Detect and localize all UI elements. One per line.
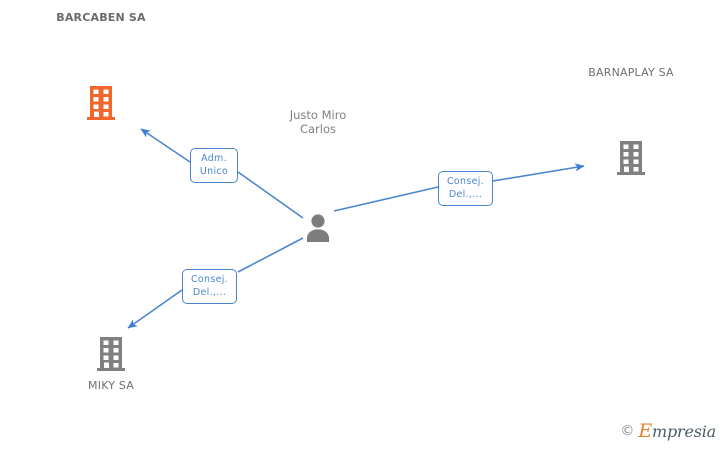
edge-line-miky bbox=[127, 237, 304, 329]
building-icon bbox=[97, 337, 125, 371]
brand-name: Empresia bbox=[638, 420, 716, 442]
relation-label-line2: Unico bbox=[199, 166, 229, 177]
copyright-icon: © bbox=[620, 423, 635, 439]
building-icon bbox=[617, 141, 645, 175]
relation-label-line2: Del.,... bbox=[192, 287, 227, 298]
relation-label-line2: Del.,... bbox=[448, 189, 483, 200]
company-label-miky: MIKY SA bbox=[88, 379, 134, 392]
edge-line-barnaplay bbox=[333, 163, 585, 212]
brand-rest: mpresia bbox=[652, 422, 716, 441]
person-name-line1: Justo Miro bbox=[289, 108, 347, 122]
person-name: Justo Miro Carlos bbox=[253, 108, 383, 136]
watermark: © Empresia bbox=[620, 420, 716, 442]
brand-initial: E bbox=[638, 420, 652, 442]
relation-label-line1: Adm. bbox=[201, 153, 227, 164]
relation-label-line1: Consej. bbox=[190, 274, 229, 285]
building-icon bbox=[87, 86, 115, 120]
person-name-line2: Carlos bbox=[299, 122, 337, 136]
relation-label-barnaplay[interactable]: Consej. Del.,... bbox=[438, 171, 493, 206]
company-label-barcaben: BARCABEN SA bbox=[56, 11, 146, 24]
relation-label-line1: Consej. bbox=[446, 176, 485, 187]
relation-label-barcaben[interactable]: Adm. Unico bbox=[190, 148, 238, 183]
relation-label-miky[interactable]: Consej. Del.,... bbox=[182, 269, 237, 304]
company-label-barnaplay: BARNAPLAY SA bbox=[588, 66, 674, 79]
edge-line-barcaben bbox=[140, 128, 304, 219]
person-icon bbox=[307, 214, 329, 242]
